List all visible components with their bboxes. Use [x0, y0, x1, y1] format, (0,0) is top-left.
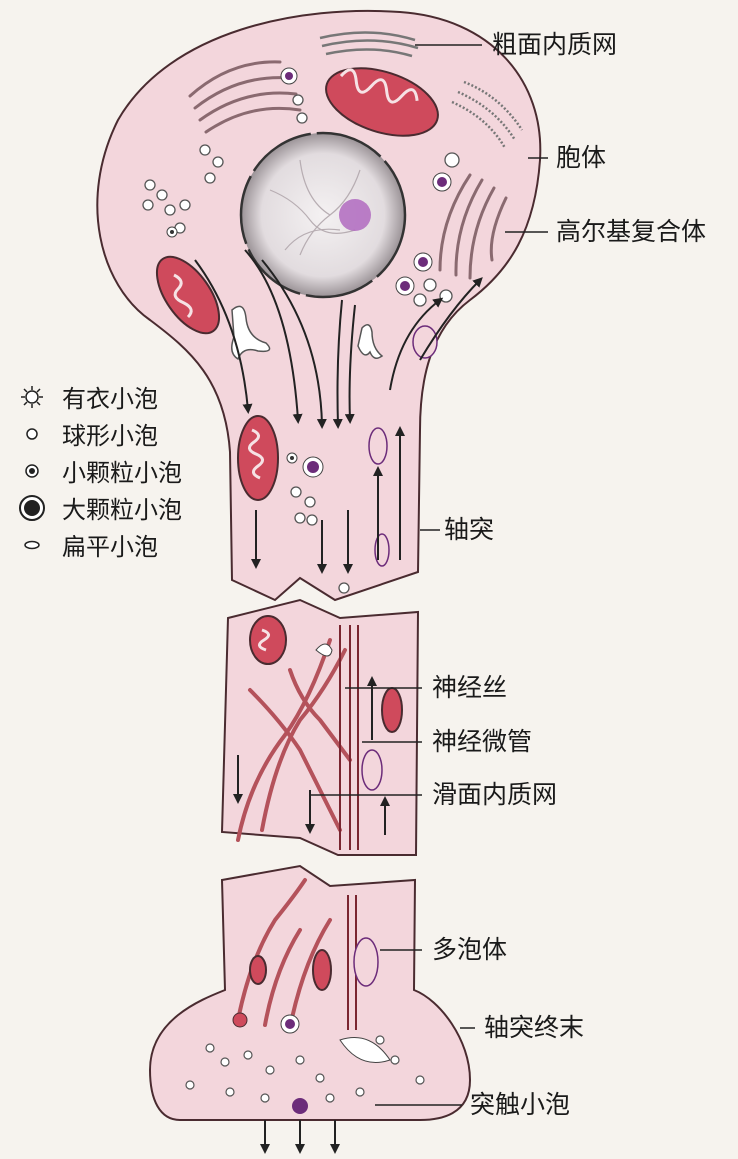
release-arrows	[265, 1120, 335, 1150]
legend-item: 有衣小泡	[18, 378, 182, 415]
legend-item: 大颗粒小泡	[18, 489, 182, 526]
mvb-middle	[362, 750, 382, 790]
legend-label: 扁平小泡	[62, 527, 158, 562]
legend-item: 球形小泡	[18, 415, 182, 452]
legend-label: 小颗粒小泡	[62, 453, 182, 488]
coated-vesicle-icon	[18, 382, 56, 412]
label-smooth-er: 滑面内质网	[432, 782, 557, 807]
label-axon-terminal: 轴突终末	[484, 1015, 584, 1040]
mvb-terminal	[354, 938, 378, 986]
label-soma: 胞体	[556, 145, 606, 170]
axon-mitochondrion	[238, 416, 278, 500]
spherical-vesicle-icon	[18, 419, 56, 449]
flat-vesicle-icon	[18, 530, 56, 560]
label-mvb: 多泡体	[432, 937, 507, 962]
large-granular-vesicle-icon	[18, 493, 56, 523]
legend: 有衣小泡 球形小泡 小颗粒小泡 大颗粒小泡 扁平小泡	[18, 378, 182, 563]
legend-label: 球形小泡	[62, 416, 158, 451]
label-rough-er: 粗面内质网	[492, 32, 617, 57]
label-axon: 轴突	[444, 517, 494, 542]
legend-label: 有衣小泡	[62, 379, 158, 414]
small-granular-vesicle-icon	[18, 456, 56, 486]
label-microtubule: 神经微管	[432, 729, 532, 754]
label-synaptic-vesicle: 突触小泡	[470, 1092, 570, 1117]
label-neurofilament: 神经丝	[432, 675, 507, 700]
legend-item: 扁平小泡	[18, 526, 182, 563]
nucleolus	[339, 199, 371, 231]
label-golgi: 高尔基复合体	[556, 219, 706, 244]
legend-label: 大颗粒小泡	[62, 490, 182, 525]
nucleus	[241, 133, 405, 297]
legend-item: 小颗粒小泡	[18, 452, 182, 489]
